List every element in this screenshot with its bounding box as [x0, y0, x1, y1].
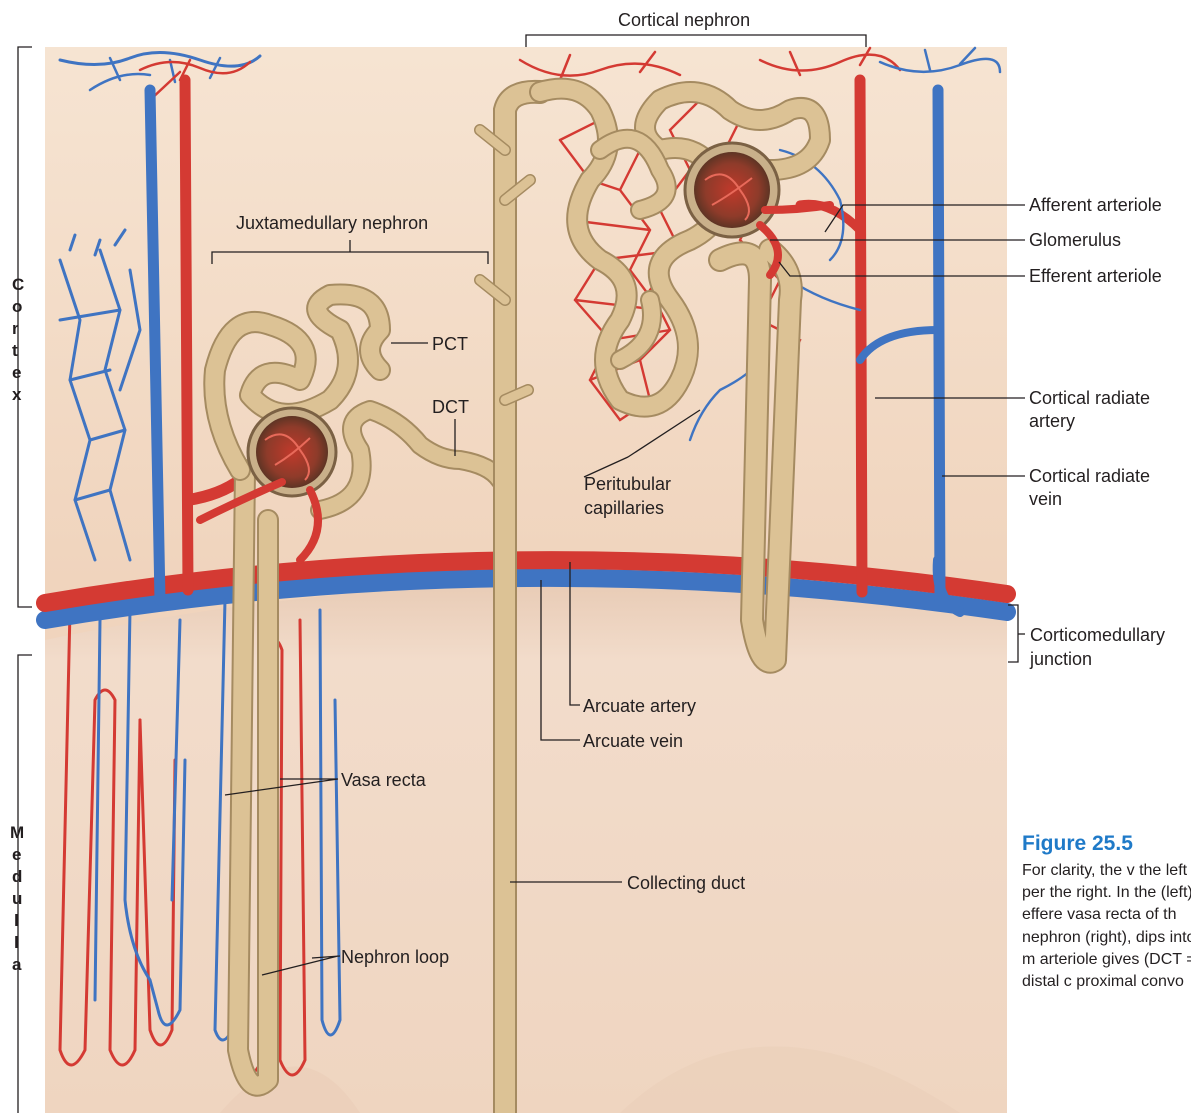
zone-letter: e — [12, 845, 21, 864]
label-glomerulus: Glomerulus — [1029, 230, 1121, 250]
label-corticomedullary-junction-line1: Corticomedullary — [1030, 625, 1165, 645]
zone-letter: t — [12, 341, 18, 360]
label-cortical-radiate-artery-line1: Cortical radiate — [1029, 388, 1150, 408]
label-cortical-nephron: Cortical nephron — [618, 10, 750, 30]
figure-caption-text: For clarity, the v the left and per the … — [1022, 860, 1191, 993]
label-cortical-radiate-vein-line2: vein — [1029, 489, 1062, 509]
zone-letter: d — [12, 867, 22, 886]
zone-letter: x — [12, 385, 22, 404]
label-efferent-arteriole: Efferent arteriole — [1029, 266, 1162, 286]
figure-number: Figure 25.5 — [1022, 832, 1191, 856]
zone-letter: M — [10, 823, 24, 842]
zone-letter: C — [12, 275, 24, 294]
zone-letter: e — [12, 363, 21, 382]
label-vasa-recta: Vasa recta — [341, 770, 427, 790]
zone-letter: l — [14, 933, 19, 952]
label-nephron-loop: Nephron loop — [341, 947, 449, 967]
label-pct: PCT — [432, 334, 468, 354]
zone-letter: r — [12, 319, 19, 338]
label-corticomedullary-junction-line2: junction — [1029, 649, 1092, 669]
zone-letter: l — [14, 911, 19, 930]
medulla-zone-label: M e d u l l a — [10, 823, 24, 974]
label-collecting-duct: Collecting duct — [627, 873, 745, 893]
label-cortical-radiate-artery-line2: artery — [1029, 411, 1075, 431]
label-dct: DCT — [432, 397, 469, 417]
label-arcuate-vein: Arcuate vein — [583, 731, 683, 751]
label-arcuate-artery: Arcuate artery — [583, 696, 696, 716]
zone-letter: u — [12, 889, 22, 908]
zone-letter: a — [12, 955, 22, 974]
label-juxtamedullary-nephron: Juxtamedullary nephron — [236, 213, 428, 233]
label-peritubular-capillaries-line2: capillaries — [584, 498, 664, 518]
label-afferent-arteriole: Afferent arteriole — [1029, 195, 1162, 215]
figure-caption: Figure 25.5 For clarity, the v the left … — [1022, 832, 1191, 1113]
label-cortical-radiate-vein-line1: Cortical radiate — [1029, 466, 1150, 486]
label-peritubular-capillaries-line1: Peritubular — [584, 474, 671, 494]
zone-letter: o — [12, 297, 22, 316]
